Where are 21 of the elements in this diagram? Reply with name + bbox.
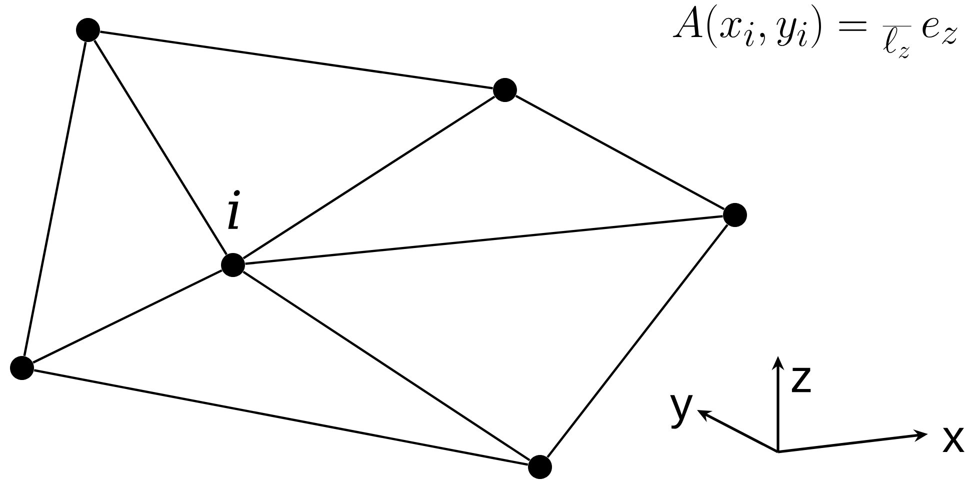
axis-label: z (792, 368, 811, 392)
edge-line (34, 369, 528, 466)
edge-line (100, 30, 493, 90)
edge-line (546, 224, 728, 458)
vertex-dot (528, 455, 552, 479)
axis-label: x (942, 428, 964, 452)
vertex-dot (10, 356, 34, 380)
edge-line (245, 215, 723, 265)
formula: $A(x_i, y_i) = \frac{}{\ell_z}\, e_z$ (672, 4, 958, 58)
axis-label: y (670, 395, 693, 429)
edge-line (23, 42, 87, 356)
edge-line (94, 40, 228, 256)
edge-line (515, 94, 725, 210)
vertex-dot (76, 18, 100, 42)
edge-line (242, 270, 530, 462)
vertex-dot (723, 203, 747, 227)
edge-line (32, 269, 222, 364)
vertex-dot (493, 78, 517, 102)
edge-line (242, 96, 496, 260)
vertex-label: i (228, 190, 240, 229)
vertex-dot (221, 253, 245, 277)
